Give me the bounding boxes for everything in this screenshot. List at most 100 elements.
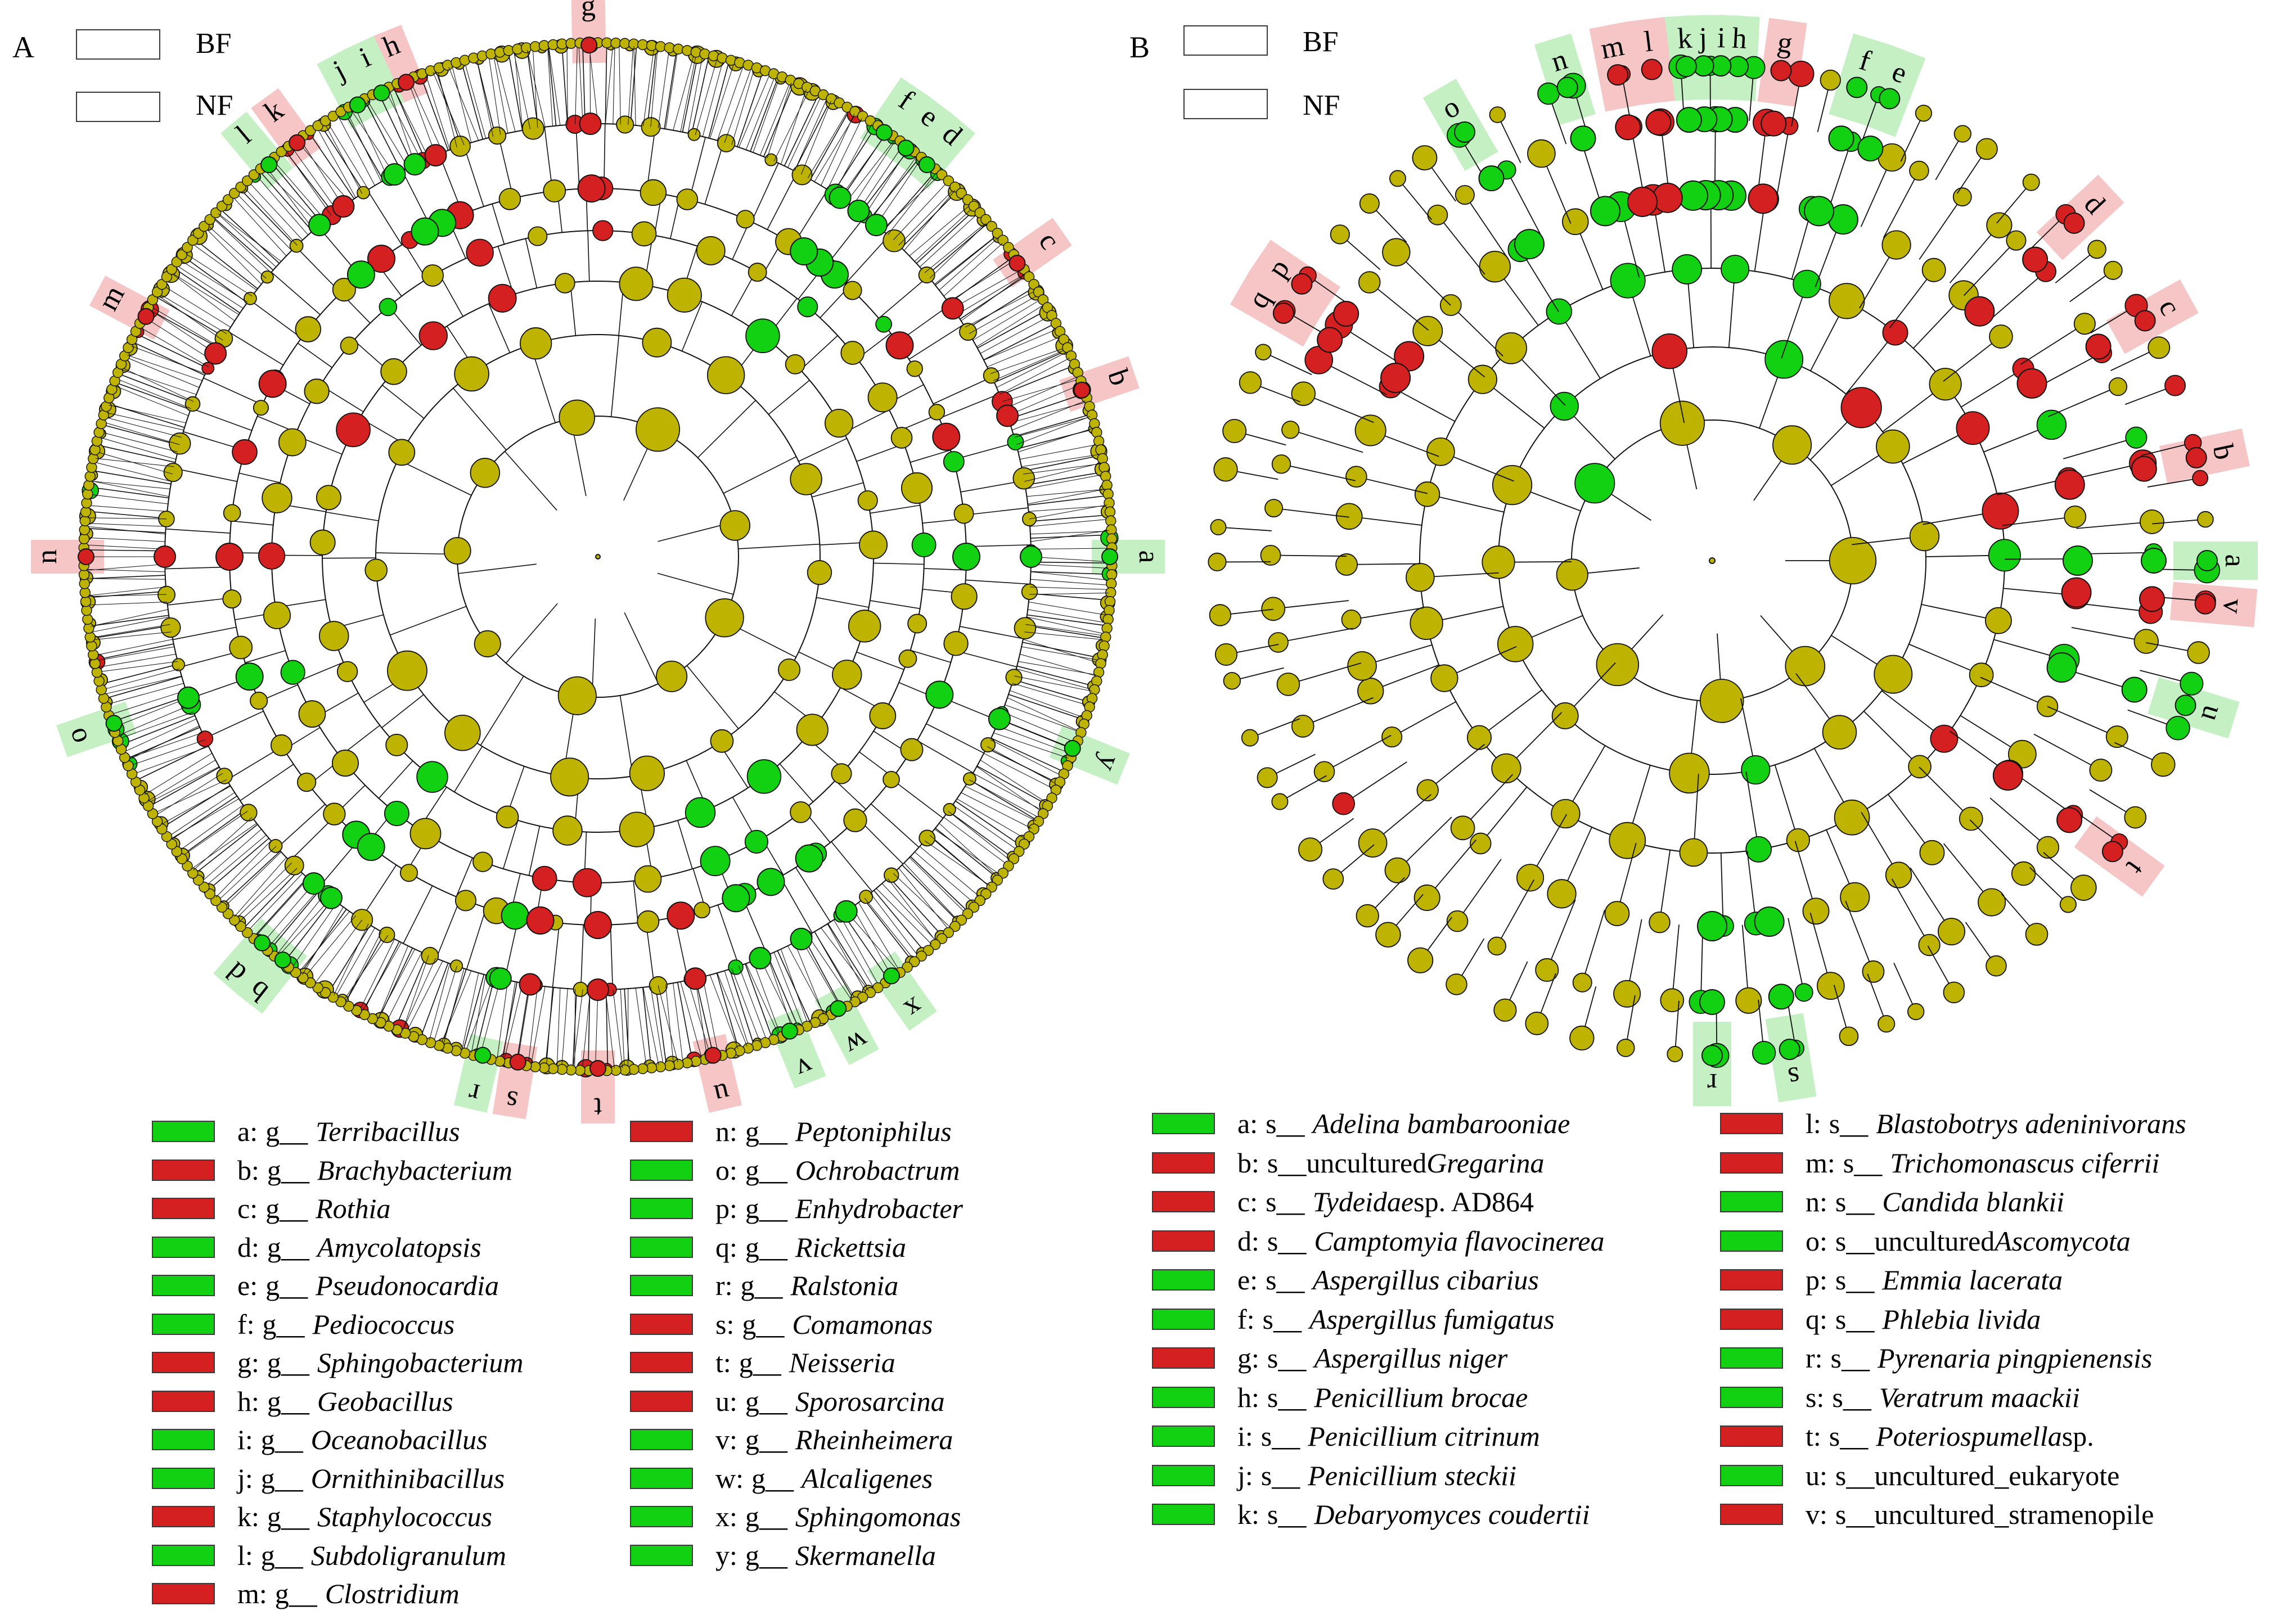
taxon-node xyxy=(1909,521,1940,552)
tree-branch xyxy=(93,470,172,485)
tree-branch xyxy=(909,857,966,913)
taxon-node xyxy=(1012,467,1036,490)
taxon-node xyxy=(1335,503,1363,530)
enriched-clade-node xyxy=(1333,301,1359,327)
enriched-clade-node xyxy=(526,906,555,935)
taxon-node xyxy=(1014,617,1037,639)
taxon-node xyxy=(1345,466,1367,488)
tree-branch xyxy=(716,973,739,1049)
enriched-clade-node xyxy=(2063,545,2093,576)
tree-branch xyxy=(302,906,344,975)
leaf-node xyxy=(538,1062,550,1073)
tree-branch xyxy=(1030,534,1110,539)
enriched-clade-node xyxy=(2175,694,2196,716)
leaf-node xyxy=(655,41,667,52)
tree-branch xyxy=(939,393,1000,419)
taxon-node xyxy=(232,439,258,465)
key-swatch-bf xyxy=(76,29,160,60)
enriched-clade-node xyxy=(865,214,888,237)
tree-branch xyxy=(169,792,235,837)
taxon-node xyxy=(859,530,888,560)
taxon-node xyxy=(1969,662,1994,688)
enriched-clade-node xyxy=(357,833,385,861)
tree-branch xyxy=(240,764,294,801)
taxon-node xyxy=(444,714,481,751)
tree-branch xyxy=(107,683,184,705)
tree-branch xyxy=(993,349,1066,381)
taxon-node xyxy=(1959,806,1983,831)
tree-branch xyxy=(1030,571,1110,575)
tree-branch xyxy=(493,55,508,133)
enriched-clade-node xyxy=(883,967,900,985)
taxon-node xyxy=(717,134,736,152)
tree-branch xyxy=(204,710,264,739)
taxon-node xyxy=(318,621,349,651)
legend-rank-prefix: s__ xyxy=(1260,1420,1300,1452)
enriched-clade-node xyxy=(2131,455,2157,482)
enriched-clade-node xyxy=(424,144,447,167)
taxon-node xyxy=(519,327,552,360)
enriched-clade-node xyxy=(289,134,306,151)
taxon-node xyxy=(619,811,655,847)
tree-branch xyxy=(1559,311,1601,379)
taxon-node xyxy=(1330,224,1350,245)
enriched-clade-node xyxy=(78,548,94,565)
taxon-node xyxy=(2025,923,2049,946)
tree-branch xyxy=(731,968,760,1043)
enriched-clade-node xyxy=(941,297,964,320)
legend-rank-prefix: g__ xyxy=(260,1462,303,1494)
tree-branch xyxy=(118,378,191,409)
enriched-clade-node xyxy=(790,237,818,265)
clade-letter-label: a xyxy=(1133,550,1165,563)
tree-branch xyxy=(1014,416,1091,438)
tree-branch xyxy=(773,90,809,161)
tree-branch xyxy=(999,719,1073,750)
tree-branch xyxy=(1347,563,1420,565)
enriched-clade-node xyxy=(790,927,813,950)
legend-swatch xyxy=(1720,1269,1783,1291)
enriched-clade-node xyxy=(258,369,287,398)
tree-branch xyxy=(840,133,886,198)
tree-branch xyxy=(97,452,173,475)
leaf-node xyxy=(1102,488,1114,500)
tree-branch xyxy=(833,124,872,194)
tree-branch xyxy=(88,511,167,519)
tree-branch xyxy=(642,48,655,127)
tree-branch xyxy=(128,725,200,760)
tree-branch xyxy=(801,101,831,175)
tree-branch xyxy=(965,290,1036,328)
enriched-clade-node xyxy=(1768,984,1794,1010)
tree-branch xyxy=(779,763,814,802)
legend-rank-prefix: g__ xyxy=(745,1539,787,1571)
legend-taxon-name: Trichomonascus ciferrii xyxy=(1890,1147,2160,1179)
leaf-node xyxy=(171,256,182,268)
taxon-node xyxy=(2192,470,2209,486)
taxon-node xyxy=(898,649,917,668)
legend-item: s:g__Comamonas xyxy=(630,1307,933,1341)
tree-branch xyxy=(1860,94,1880,146)
tree-branch xyxy=(86,575,165,579)
tree-branch xyxy=(1457,859,1502,922)
tree-branch xyxy=(827,923,870,991)
legend-key: v: xyxy=(1806,1499,1827,1530)
enriched-clade-node xyxy=(1857,136,1884,162)
tree-branch xyxy=(137,333,208,369)
taxon-node xyxy=(1406,562,1435,592)
tree-branch xyxy=(409,80,443,153)
enriched-clade-node xyxy=(302,872,325,895)
enriched-clade-node xyxy=(2016,368,2047,399)
taxon-node xyxy=(637,910,660,933)
legend-rank-prefix: s__ xyxy=(1267,1342,1307,1374)
tree-branch xyxy=(192,823,257,869)
taxon-node xyxy=(2139,509,2164,534)
tree-branch xyxy=(878,276,929,319)
tree-branch xyxy=(605,45,614,124)
taxon-node xyxy=(884,867,899,883)
tree-branch xyxy=(1028,601,1107,616)
enriched-clade-node xyxy=(2121,676,2148,703)
tree-branch xyxy=(556,988,561,1067)
legend-key: s: xyxy=(715,1308,735,1340)
taxon-node xyxy=(832,660,862,690)
tree-branch xyxy=(1273,507,1349,518)
tree-branch xyxy=(1480,786,1528,844)
